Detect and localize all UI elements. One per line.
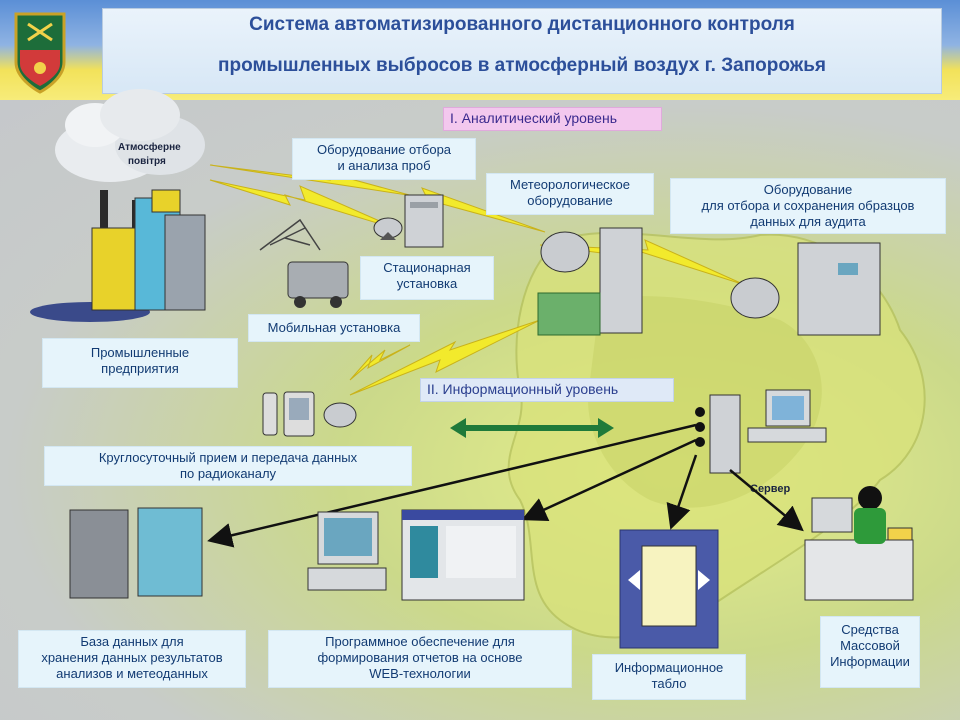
- title-line-2: промышленных выбросов в атмосферный возд…: [218, 55, 826, 76]
- pda-icon: [283, 391, 315, 437]
- media-label-2: Массовой: [840, 638, 900, 653]
- satellite-dish-icon: [323, 402, 357, 428]
- radio-label: Круглосуточный прием и передача данных п…: [44, 446, 412, 486]
- lightning-bolt: [349, 344, 411, 381]
- title-box: Система автоматизированного дистанционно…: [102, 8, 942, 94]
- computer-icon: [307, 511, 387, 591]
- audit-label: Оборудование для отбора и сохранения обр…: [670, 178, 946, 234]
- info-board-icon: [619, 529, 719, 649]
- double-arrow: [450, 418, 614, 438]
- media-label: Средства Массовой Информации: [820, 616, 920, 688]
- info-level-label: II. Информационный уровень: [420, 378, 674, 402]
- computer-icon: [747, 389, 827, 443]
- industrial-label-2: предприятия: [101, 361, 179, 376]
- software-label-1: Программное обеспечение для: [325, 634, 515, 649]
- title-line-1: Система автоматизированного дистанционно…: [249, 14, 795, 35]
- atmosphere-label-1: Атмосферне: [118, 141, 181, 153]
- software-label: Программное обеспечение для формирования…: [268, 630, 572, 688]
- sampling-label-2: и анализа проб: [337, 158, 431, 173]
- industrial-label: Промышленные предприятия: [42, 338, 238, 388]
- stationary-label-1: Стационарная: [383, 260, 471, 275]
- audit-equipment-icon: [730, 242, 881, 336]
- software-label-2: формирования отчетов на основе: [317, 650, 523, 665]
- meteo-label-2: оборудование: [527, 193, 613, 208]
- media-person-icon: [804, 486, 914, 601]
- lightning-bolt: [349, 319, 541, 396]
- factory-icon: [30, 189, 206, 322]
- audit-label-3: данных для аудита: [750, 214, 866, 229]
- board-label: Информационное табло: [592, 654, 746, 700]
- server-label: Сервер: [750, 483, 791, 495]
- meteo-equipment-icon: [537, 227, 643, 336]
- board-label-2: табло: [651, 676, 687, 691]
- antenna-icon: [259, 218, 321, 251]
- database-label-3: анализов и метеоданных: [56, 666, 208, 681]
- server-icon: Сервер: [695, 394, 791, 495]
- satellite-dish-icon: [373, 217, 403, 240]
- software-label-3: WEB-технологии: [369, 666, 471, 681]
- media-label-3: Информации: [830, 654, 910, 669]
- meteo-label-1: Метеорологическое: [510, 177, 630, 192]
- database-icon: [69, 507, 203, 599]
- mobile-label: Мобильная установка: [248, 314, 420, 342]
- audit-label-1: Оборудование: [763, 182, 853, 197]
- emblem-icon: [14, 12, 66, 94]
- cloud-icon: Атмосферне повітря: [55, 89, 205, 182]
- database-label-1: База данных для: [80, 634, 184, 649]
- database-label: База данных для хранения данных результа…: [18, 630, 246, 688]
- meteo-label: Метеорологическое оборудование: [486, 173, 654, 215]
- sampling-label-1: Оборудование отбора: [316, 142, 452, 157]
- industrial-label-1: Промышленные: [90, 345, 190, 360]
- analytic-level-label: I. Аналитический уровень: [443, 107, 662, 131]
- mobile-unit-icon: [287, 261, 349, 308]
- server-tower-icon: [404, 194, 444, 248]
- database-label-2: хранения данных результатов: [41, 650, 223, 665]
- audit-label-2: для отбора и сохранения образцов: [701, 198, 915, 213]
- phone-icon: [262, 392, 278, 436]
- board-label-1: Информационное: [614, 660, 724, 675]
- web-window-icon: [401, 509, 525, 601]
- radio-label-1: Круглосуточный прием и передача данных: [98, 450, 358, 465]
- stationary-label: Стационарная установка: [360, 256, 494, 300]
- radio-label-2: по радиоканалу: [179, 466, 277, 481]
- stationary-label-2: установка: [396, 276, 458, 291]
- atmosphere-label-2: повітря: [128, 156, 166, 167]
- media-label-1: Средства: [841, 622, 899, 637]
- sampling-label: Оборудование отбора и анализа проб: [292, 138, 476, 180]
